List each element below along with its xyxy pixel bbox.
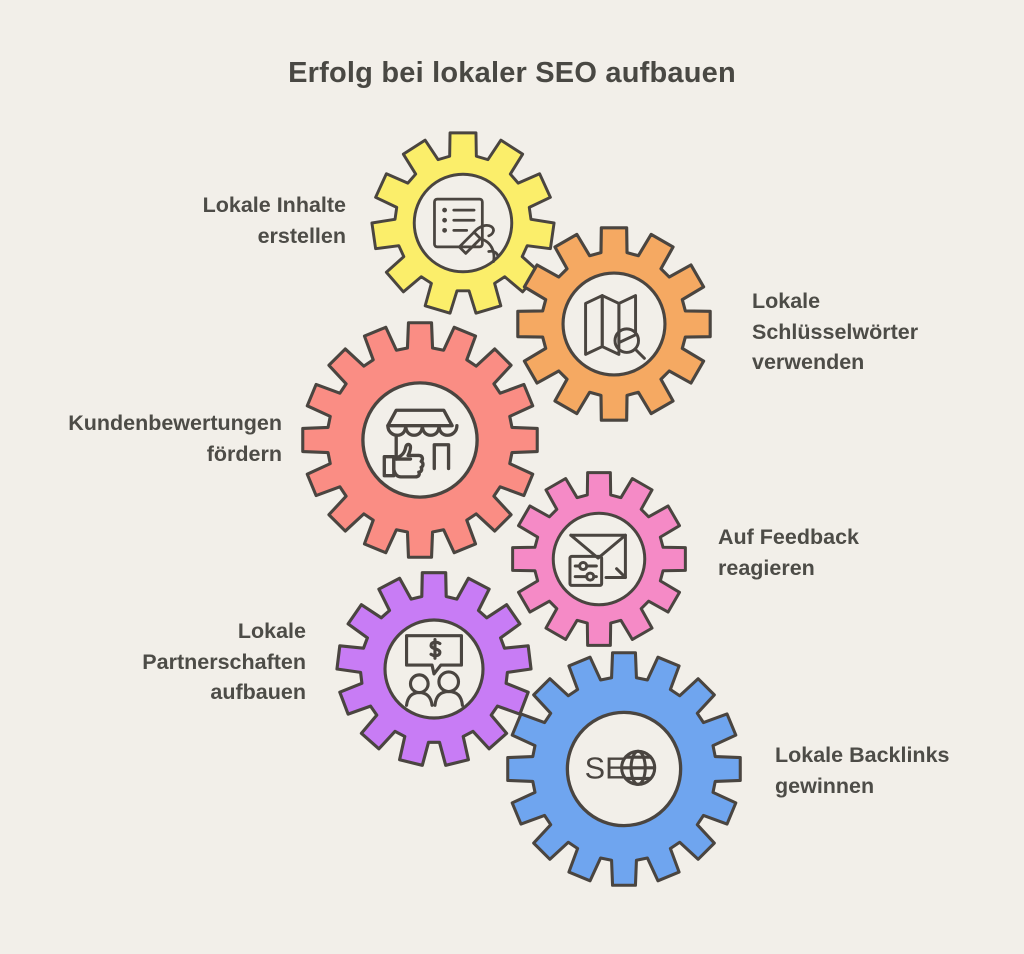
- label-local-content: Lokale Inhalte erstellen: [202, 193, 346, 248]
- storefront-thumbsup-icon: [382, 408, 459, 479]
- people-dollar-chat-icon: [404, 634, 464, 707]
- label-local-backlinks: Lokale Backlinks gewinnen: [775, 743, 950, 798]
- gear-shape-yellow: [370, 131, 556, 315]
- page-title: Erfolg bei lokaler SEO aufbauen: [288, 57, 736, 89]
- document-pencil-hand-icon: [433, 197, 500, 264]
- gear-respond-feedback[interactable]: [511, 471, 687, 647]
- label-customer-reviews: Kundenbewertungen fördern: [68, 411, 282, 466]
- gear-customer-reviews[interactable]: [301, 321, 539, 559]
- gear-shape-purple: [335, 571, 533, 767]
- svg-text:SE: SE: [585, 751, 626, 785]
- gear-local-backlinks[interactable]: SE: [506, 651, 742, 887]
- label-local-keywords: Lokale Schlüsselwörter verwenden: [752, 289, 919, 375]
- gear-local-content[interactable]: [370, 131, 556, 315]
- gear-shape-pink: [511, 471, 687, 647]
- envelope-sliders-icon: [568, 533, 627, 587]
- seo-globe-icon: SE: [585, 749, 657, 786]
- label-respond-feedback: Auf Feedback reagieren: [718, 525, 859, 580]
- map-magnifier-icon: [584, 294, 646, 360]
- gear-shape-orange: [516, 226, 712, 422]
- gear-local-keywords[interactable]: [516, 226, 712, 422]
- gear-shape-salmon: [301, 321, 539, 559]
- gear-shape-blue: SE: [506, 651, 742, 887]
- gear-local-partnerships[interactable]: [335, 571, 533, 767]
- label-local-partnerships: Lokale Partnerschaften aufbauen: [142, 619, 306, 705]
